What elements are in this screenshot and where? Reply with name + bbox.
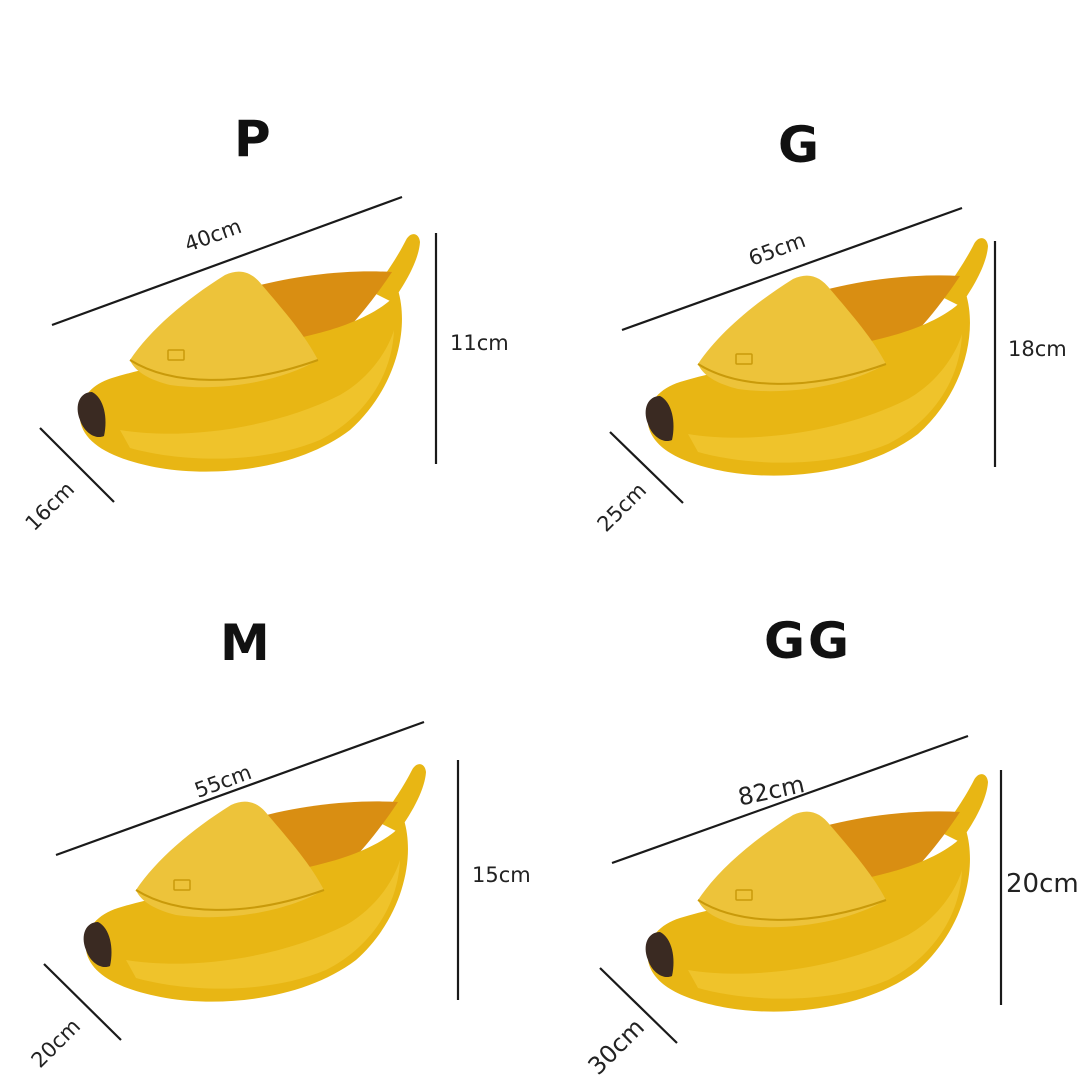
dimension-lines: [39, 195, 438, 503]
flap-tag: [167, 349, 185, 361]
tip: [645, 932, 674, 978]
flap-tag: [735, 889, 753, 901]
height-label: 11cm: [450, 331, 509, 355]
banana-bed-gg: [645, 774, 988, 1012]
height-label: 18cm: [1008, 337, 1067, 361]
flap-tag: [735, 353, 753, 365]
size-label: P: [234, 110, 274, 168]
stem: [378, 764, 426, 832]
bed-body-highlight: [688, 870, 962, 999]
width-line: [609, 431, 684, 504]
size-label: G: [778, 116, 823, 174]
panel-size-m: M 55cm 15cm 20cm: [0, 540, 540, 1080]
banana-bed-p: [77, 234, 420, 472]
dimension-lines: [43, 720, 460, 1041]
dimension-lines: [609, 206, 997, 504]
banana-bed-image-gg: [599, 734, 1003, 1044]
stem: [940, 774, 988, 842]
tip: [83, 922, 112, 968]
stem: [940, 238, 988, 306]
stem: [372, 234, 420, 302]
flap-edge: [697, 363, 887, 385]
tip: [77, 392, 106, 438]
banana-bed-image-p: [39, 195, 438, 503]
flap-edge: [697, 899, 887, 921]
flap-edge: [129, 359, 319, 381]
length-line: [621, 206, 963, 332]
tip: [645, 396, 674, 442]
banana-bed-m: [83, 764, 426, 1002]
cushion-flap: [136, 801, 324, 918]
size-label: GG: [764, 612, 853, 670]
width-line: [599, 967, 678, 1044]
cushion-flap: [130, 271, 318, 388]
length-line: [55, 720, 425, 857]
bed-body-highlight: [126, 860, 400, 989]
panel-size-p: P 40cm 11cm 16cm: [0, 0, 540, 540]
bed-body-highlight: [688, 334, 962, 463]
banana-bed-image-g: [609, 206, 997, 504]
width-line: [43, 963, 122, 1041]
panel-size-gg: GG 82cm 20cm 30cm: [540, 540, 1080, 1080]
cushion-flap: [698, 811, 886, 928]
height-label: 20cm: [1006, 869, 1079, 899]
width-line: [39, 427, 115, 503]
banana-bed-g: [645, 238, 988, 476]
flap-edge: [135, 889, 325, 911]
length-line: [611, 734, 969, 865]
dimension-lines: [599, 734, 1003, 1044]
panel-size-g: G 65cm 18cm 25cm: [540, 0, 1080, 540]
banana-bed-image-m: [43, 720, 460, 1041]
flap-tag: [173, 879, 191, 891]
bed-body-highlight: [120, 330, 394, 459]
size-label: M: [220, 614, 273, 672]
height-label: 15cm: [472, 863, 531, 887]
length-line: [51, 195, 403, 327]
cushion-flap: [698, 275, 886, 392]
